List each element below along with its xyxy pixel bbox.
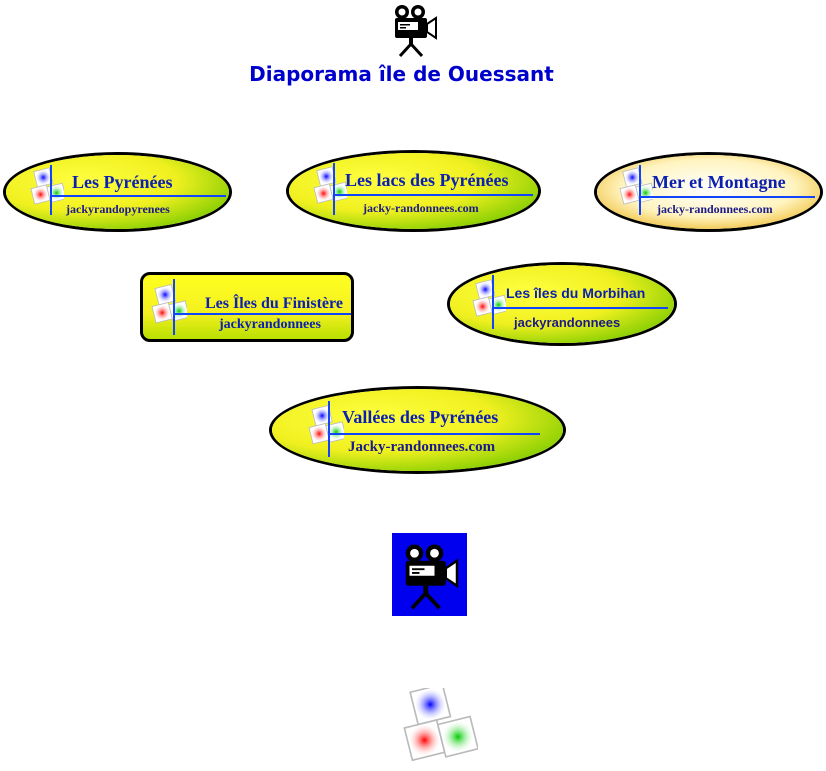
tiles-logo-icon bbox=[313, 164, 347, 206]
divider-line bbox=[173, 313, 351, 315]
movie-camera-icon bbox=[393, 3, 438, 58]
link-title: Les Îles du Finistère bbox=[205, 295, 343, 312]
divider-line bbox=[492, 275, 494, 329]
link-subtitle: Jacky-randonnees.com bbox=[348, 439, 496, 455]
link-subtitle: jackyrandonnees bbox=[219, 317, 321, 332]
link-subtitle: jackyrandopyrenees bbox=[66, 202, 170, 216]
tiles-logo-icon bbox=[619, 165, 653, 207]
divider-line bbox=[50, 195, 226, 197]
tiles-logo-icon bbox=[30, 165, 64, 207]
tiles-logo-icon bbox=[398, 688, 478, 764]
divider-line bbox=[639, 165, 641, 215]
page-title: Diaporama île de Ouessant bbox=[249, 62, 554, 86]
link-title: Mer et Montagne bbox=[652, 172, 786, 192]
divider-line bbox=[333, 194, 533, 196]
link-title: Vallées des Pyrénées bbox=[342, 407, 499, 427]
movie-camera-icon bbox=[405, 544, 459, 610]
link-les-pyrenees[interactable]: Les Pyrénées jackyrandopyrenees bbox=[3, 152, 232, 232]
link-mer-et-montagne[interactable]: Mer et Montagne jacky-randonnees.com bbox=[594, 152, 823, 232]
link-title: Les lacs des Pyrénées bbox=[345, 170, 509, 190]
tiles-logo-icon bbox=[308, 402, 344, 447]
divider-line bbox=[333, 163, 335, 215]
link-title: Les îles du Morbihan bbox=[506, 285, 646, 301]
link-iles-du-finistere[interactable]: Les Îles du Finistère jackyrandonnees bbox=[140, 272, 354, 342]
link-vallees-des-pyrenees[interactable]: Vallées des Pyrénées Jacky-randonnees.co… bbox=[269, 386, 566, 474]
tiles-logo-icon bbox=[151, 281, 187, 326]
divider-line bbox=[328, 433, 540, 435]
divider-line bbox=[639, 196, 815, 198]
link-title: Les Pyrénées bbox=[72, 172, 173, 192]
link-subtitle: jacky-randonnees.com bbox=[363, 201, 479, 215]
link-subtitle: jacky-randonnees.com bbox=[657, 202, 773, 216]
link-subtitle: jackyrandonnees bbox=[514, 315, 621, 330]
divider-line bbox=[492, 307, 668, 309]
divider-line bbox=[328, 401, 330, 457]
link-lacs-des-pyrenees[interactable]: Les lacs des Pyrénées jacky-randonnees.c… bbox=[286, 150, 541, 232]
divider-line bbox=[50, 165, 52, 215]
movie-camera-button[interactable] bbox=[392, 533, 467, 616]
link-iles-du-morbihan[interactable]: Les îles du Morbihan jackyrandonnees bbox=[447, 262, 677, 346]
divider-line bbox=[173, 279, 175, 335]
tiles-logo-icon bbox=[472, 277, 506, 319]
